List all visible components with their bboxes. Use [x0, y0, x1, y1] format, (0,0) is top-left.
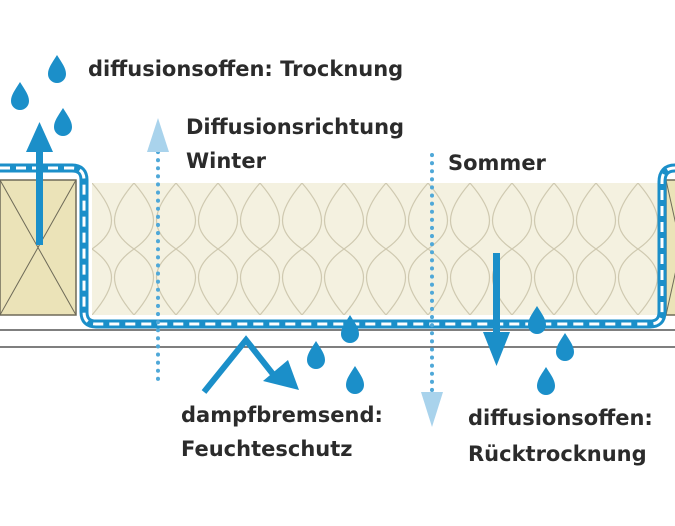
winter-diffusion-dotted-line [147, 118, 169, 382]
droplet-icon [54, 108, 72, 136]
droplet-icon [346, 366, 364, 394]
vapor-brake-pointer-arrow-icon [201, 335, 299, 394]
droplet-icon [11, 82, 29, 110]
vapor-brake-label-line2: Feuchteschutz [181, 437, 353, 461]
diffusion-direction-title: Diffusionsrichtung [186, 115, 405, 139]
droplet-icon [556, 333, 574, 361]
back-drying-label-line2: Rücktrocknung [468, 442, 647, 466]
right-timber-beam [665, 179, 675, 316]
vapor-brake-membrane [0, 163, 675, 329]
droplet-icon [537, 367, 555, 395]
winter-label: Winter [186, 149, 266, 173]
droplet-icon [48, 55, 66, 83]
back-drying-down-arrow-icon [483, 253, 510, 366]
back-drying-label-line1: diffusionsoffen: [468, 406, 653, 430]
droplet-icon [307, 341, 325, 369]
substructure-lines [0, 329, 675, 348]
summer-label: Sommer [448, 151, 546, 175]
top-drying-label: diffusionsoffen: Trocknung [88, 57, 404, 81]
vapor-brake-label-line1: dampfbremsend: [181, 403, 383, 427]
insulation-layer [92, 183, 662, 315]
droplet-icon [341, 315, 359, 343]
drying-up-arrow-icon [26, 122, 53, 245]
summer-diffusion-dotted-line [421, 153, 443, 427]
